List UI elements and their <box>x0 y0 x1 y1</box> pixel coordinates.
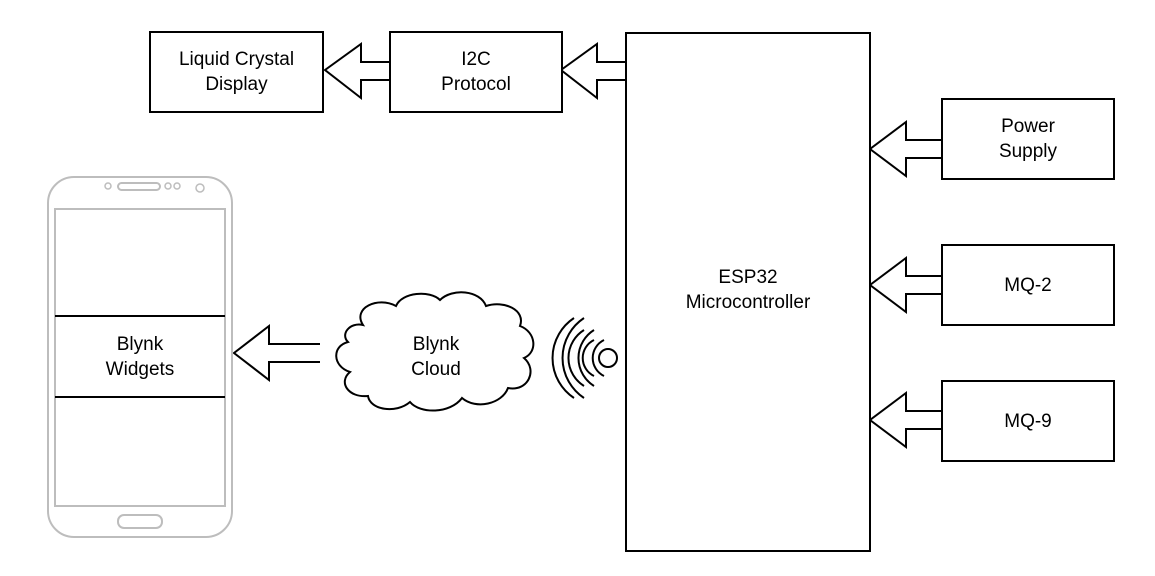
blynk-cloud-label-line1: Blynk <box>412 334 460 355</box>
blynk-cloud-label: Blynk Cloud <box>370 328 502 386</box>
lcd-label: Liquid Crystal Display <box>149 31 324 113</box>
smartphone-icon <box>47 176 233 538</box>
power-supply-label-line2: Supply <box>998 141 1058 162</box>
blynk-widgets-label-line2: Widgets <box>105 359 175 380</box>
lcd-block <box>149 31 324 113</box>
power-supply-block <box>941 98 1115 180</box>
i2c-block <box>389 31 563 113</box>
mq2-label-line1: MQ-2 <box>1004 274 1052 296</box>
esp32-label: ESP32 Microcontroller <box>625 255 871 325</box>
arrow-cloud-to-widgets <box>232 323 320 383</box>
mq2-block <box>941 244 1115 326</box>
mq9-label-line1: MQ-9 <box>1004 410 1052 432</box>
i2c-label: I2C Protocol <box>389 31 563 113</box>
esp32-block <box>625 32 871 552</box>
arrow-esp32-to-i2c <box>559 42 625 101</box>
arrow-i2c-to-lcd <box>323 42 389 101</box>
esp32-label-line2: Microcontroller <box>685 292 811 313</box>
esp32-label-line1: ESP32 <box>718 267 778 288</box>
lcd-label-line1: Liquid Crystal <box>178 49 295 70</box>
blynk-cloud-label-line2: Cloud <box>411 359 461 380</box>
arrow-power-to-esp32 <box>868 120 942 178</box>
mq2-label: MQ-2 <box>941 244 1115 326</box>
i2c-label-line1: I2C <box>461 49 491 70</box>
power-supply-label-line1: Power <box>1001 116 1055 137</box>
power-supply-label: Power Supply <box>941 98 1115 180</box>
mq9-label: MQ-9 <box>941 380 1115 462</box>
arrow-mq2-to-esp32 <box>868 256 942 314</box>
wifi-signal-icon <box>551 317 618 399</box>
blynk-widgets-label-line1: Blynk <box>116 334 164 355</box>
cloud-icon <box>335 291 535 412</box>
arrow-mq9-to-esp32 <box>868 391 942 449</box>
blynk-widgets-label: Blynk Widgets <box>55 318 225 396</box>
mq9-block <box>941 380 1115 462</box>
lcd-label-line2: Display <box>205 74 268 95</box>
i2c-label-line2: Protocol <box>441 74 511 95</box>
